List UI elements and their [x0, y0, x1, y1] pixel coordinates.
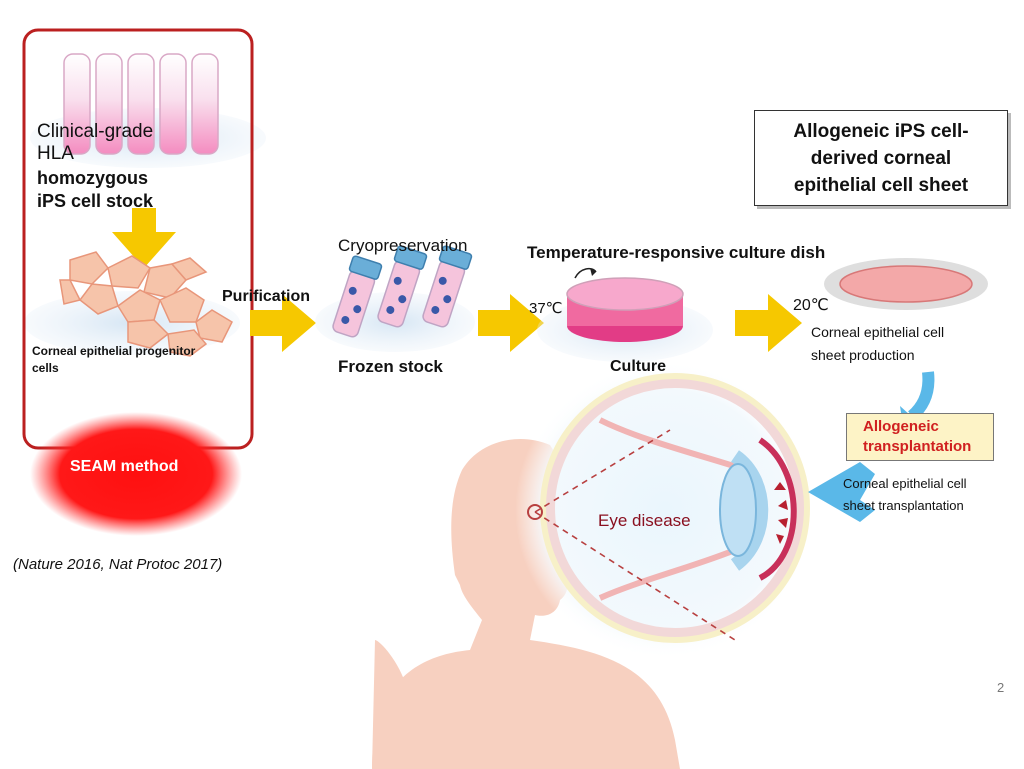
ips-box-line-1: Allogeneic iPS cell- — [793, 120, 969, 142]
culture-label: Culture — [610, 358, 666, 375]
human-silhouette-icon — [372, 438, 680, 769]
sheet-production-label-2: sheet production — [811, 347, 915, 363]
temp-20-label: 20℃ — [793, 297, 829, 314]
ips-sheet-box: Allogeneic iPS cell- derived corneal epi… — [754, 110, 1008, 206]
allo-line-1: Allogeneic — [863, 418, 939, 435]
transplant-label-2: sheet transplantation — [843, 498, 964, 513]
temp-37-label: 37℃ — [529, 300, 563, 317]
culture-dish-icon — [566, 267, 684, 342]
purification-label: Purification — [222, 288, 311, 305]
allogeneic-transplantation-box: Allogeneic transplantation — [846, 413, 994, 461]
stock-label-3: homozygous — [37, 168, 148, 188]
progenitor-label-1: Corneal epithelial progenitor — [32, 344, 196, 358]
stock-label-1: Clinical-grade — [37, 121, 154, 142]
cell-cluster-icon — [59, 251, 233, 357]
seam-method-oval — [30, 412, 242, 536]
dish-title: Temperature-responsive culture dish — [527, 243, 826, 262]
citation: (Nature 2016, Nat Protoc 2017) — [13, 556, 223, 573]
page-number: 2 — [997, 680, 1005, 695]
seam-method-label: SEAM method — [70, 458, 179, 475]
eye-disease-label: Eye disease — [598, 511, 691, 530]
ips-box-line-2: derived corneal — [810, 147, 952, 169]
eye-icon — [540, 373, 810, 643]
sheet-production-label-1: Corneal epithelial cell — [811, 324, 945, 340]
transplant-label-1: Corneal epithelial cell — [843, 476, 967, 491]
ips-box-line-3: epithelial cell sheet — [793, 174, 969, 196]
stock-label-2: HLA — [37, 143, 74, 164]
cryopreservation-label: Cryopreservation — [338, 236, 468, 255]
allo-line-2: transplantation — [863, 438, 972, 455]
cell-sheet-icon — [824, 258, 988, 310]
test-tube-icon — [63, 53, 219, 155]
stock-label-4: iPS cell stock — [37, 191, 154, 211]
progenitor-label-2: cells — [32, 361, 59, 375]
frozen-stock-label: Frozen stock — [338, 357, 443, 376]
cryovial-icon — [332, 245, 473, 338]
